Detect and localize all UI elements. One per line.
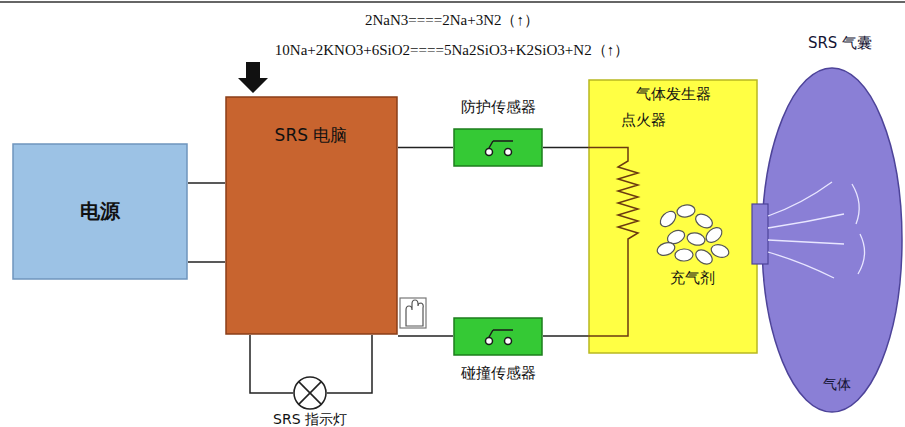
wire	[188, 182, 225, 184]
node-label: SRS 电脑	[275, 126, 348, 146]
srs-computer-box: SRS 电脑	[225, 96, 398, 335]
part-label: 点火器	[621, 112, 666, 129]
down-arrow	[238, 62, 268, 93]
node-label: SRS 气囊	[808, 35, 872, 52]
nozzle	[752, 204, 768, 264]
sensor-box-outline	[453, 128, 543, 167]
gas-streams	[768, 182, 865, 278]
wire	[398, 335, 453, 337]
part-label: 气体	[823, 376, 851, 392]
wire	[543, 147, 588, 149]
switch-symbol	[486, 141, 514, 156]
wire	[327, 335, 372, 393]
switch-symbol	[486, 330, 514, 345]
part-label: 充气剂	[670, 270, 715, 287]
gas-generator-box: 气体发生器点火器充气剂	[588, 79, 758, 354]
node-label: SRS 指示灯	[273, 411, 347, 427]
wire	[188, 261, 225, 263]
hand-icon	[400, 298, 426, 328]
indicator-lamp-outline	[293, 376, 327, 410]
equation-text: 2NaN3====2Na+3N2（↑）	[365, 11, 539, 30]
power-box: 电源	[12, 143, 188, 280]
sensor-box-outline	[453, 317, 543, 356]
wire	[250, 335, 293, 393]
indicator-lamp: SRS 指示灯	[293, 376, 327, 410]
gas-generator-box-outline	[588, 79, 758, 354]
wire	[543, 335, 588, 337]
node-label: 防护传感器	[461, 99, 536, 116]
propellant-pellets	[656, 204, 731, 267]
sensor-box: 防护传感器	[453, 128, 543, 167]
node-label: 气体发生器	[636, 86, 711, 103]
igniter-coil	[588, 148, 638, 337]
node-label: 电源	[80, 200, 120, 223]
wire	[398, 147, 453, 149]
node-label: 碰撞传感器	[461, 365, 536, 382]
equation-text: 10Na+2KNO3+6SiO2====5Na2SiO3+K2SiO3+N2（↑…	[275, 41, 629, 60]
sensor-box: 碰撞传感器	[453, 317, 543, 356]
airbag-shape-outline	[752, 64, 902, 416]
top-rule	[0, 1, 905, 3]
airbag-shape: SRS 气囊气体	[752, 64, 902, 416]
